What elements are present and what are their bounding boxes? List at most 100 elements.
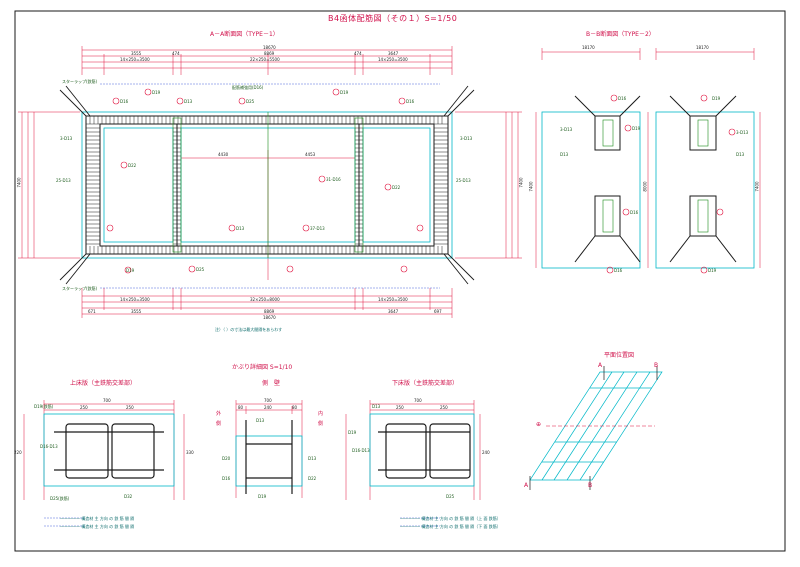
bb-bar-mark-10: D19 <box>708 268 717 273</box>
sheet-border <box>14 10 786 552</box>
lower-legend-1: 一一一一一 構造材 主 方向 の 鉄 筋 間 隔（上 面 鉄筋） <box>400 516 501 521</box>
bb-bar-mark-7: 3-D13 <box>736 130 749 135</box>
bar-mark-circle <box>144 88 152 96</box>
cover-detail-lower-slab <box>345 400 481 527</box>
aa-bar-mark-3: D13 <box>184 99 193 104</box>
aa-dim-474-b: 474 <box>354 51 362 56</box>
wall-label-d22: D22 <box>308 476 317 481</box>
aa-bar-mark-13: 25-D13 <box>56 178 71 183</box>
upper-dim-700: 700 <box>103 398 111 403</box>
upper-dim-250a: 250 <box>80 405 88 410</box>
aa-bar-mark-16: 37-D13 <box>310 226 325 231</box>
bar-mark-circle <box>716 208 724 216</box>
aa-dim-right-height: 7400 <box>518 177 524 188</box>
aa-footnote: 注）（ ）の寸法は最大間隔をあらわす <box>215 327 283 332</box>
lower-dim-250b: 250 <box>440 405 448 410</box>
aa-bar-mark-2: D16 <box>120 99 129 104</box>
bar-mark-circle <box>228 224 236 232</box>
section-aa <box>18 46 522 318</box>
aa-bar-mark-15: 31-D16 <box>326 177 341 182</box>
bar-mark-circle <box>176 97 184 105</box>
wall-side-right-2: 側 <box>318 421 324 427</box>
wall-side-left-2: 側 <box>216 421 222 427</box>
aa-dim-spacing-right-bottom: 14×250=3500 <box>378 297 408 302</box>
bb-dimensions <box>535 48 761 268</box>
lower-dim-700: 700 <box>414 398 422 403</box>
aa-dim-3647-top: 3647 <box>388 51 399 56</box>
aa-bar-mark-6: D19 <box>340 90 349 95</box>
plan-center-mark: ⊕ <box>536 421 542 428</box>
aa-bar-mark-14: 25-D13 <box>456 178 471 183</box>
bb-bar-mark-4: D13 <box>560 152 569 157</box>
wall-dim-240: 240 <box>264 405 272 410</box>
aa-rebar-note: 配筋補強用(D16) <box>232 85 264 90</box>
bar-mark-circle <box>112 97 120 105</box>
upper-dim-220: 220 <box>14 450 22 455</box>
aa-bar-mark-8: D13 <box>236 226 245 231</box>
plan-position-title: 平面位置図 <box>604 352 635 359</box>
aa-dim-spacing-right-top: 14×250=3500 <box>378 57 408 62</box>
aa-dim-spacing-left-bottom: 14×250=3500 <box>120 297 150 302</box>
bar-mark-circle <box>188 265 196 273</box>
aa-bar-mark-5: D22 <box>128 163 137 168</box>
bar-mark-circle <box>302 224 310 232</box>
aa-dim-671: 671 <box>88 309 96 314</box>
section-bb-title: B－B断面図（TYPE－2） <box>586 31 655 38</box>
aa-stirrup-label-bottom: スターラップ(鉄筋) <box>62 286 98 291</box>
upper-label-d25: D25(鉄筋) <box>50 496 70 501</box>
bar-mark-circle <box>120 161 128 169</box>
plan-label-a-top: A <box>598 362 603 369</box>
bb-rebar <box>574 95 737 263</box>
bb-bar-mark-3: 3-D13 <box>560 127 573 132</box>
wall-label-d16: D16 <box>222 476 231 481</box>
bb-bar-mark-5: D16 <box>630 210 639 215</box>
aa-dim-3647-bottom: 3647 <box>388 309 399 314</box>
wall-label-d13: D13 <box>256 418 265 423</box>
bar-mark-circle <box>416 224 424 232</box>
plan-position-drawing <box>529 366 663 490</box>
bb-dim-height-left: 7400 <box>528 181 534 192</box>
aa-bar-mark-12: 3-D13 <box>460 136 473 141</box>
aa-bar-mark-7: D16 <box>406 99 415 104</box>
upper-legend-1: 一一一一一 構造材 主 方向 の 鉄 筋 間 隔 <box>60 516 135 521</box>
plan-label-b-bottom: B <box>588 482 593 489</box>
bar-mark-circle <box>106 224 114 232</box>
aa-bar-mark-17: D19 <box>126 268 135 273</box>
bar-mark-circle <box>728 128 736 136</box>
aa-dim-8869-bottom: 8869 <box>264 309 275 314</box>
bar-mark-circle <box>622 208 630 216</box>
aa-dim-8869-top: 8869 <box>264 51 275 56</box>
bb-dim-width-right: 18170 <box>696 45 709 50</box>
aa-dim-spacing-mid-bottom: 32×250=8000 <box>250 297 280 302</box>
aa-blue-leaders <box>100 83 440 289</box>
bar-mark-circle <box>238 97 246 105</box>
aa-dim-overall-top: 18670 <box>263 45 276 50</box>
upper-label-d32: D32 <box>124 494 133 499</box>
aa-dim-3555-top: 3555 <box>131 51 142 56</box>
aa-haunch-diagonals <box>59 85 475 285</box>
bar-mark-circle <box>606 266 614 274</box>
aa-dim-spacing-mid-top: 22×250=5500 <box>250 57 280 62</box>
cover-detail-upper-slab <box>23 400 185 527</box>
bar-mark-circle <box>624 124 632 132</box>
aa-dim-left-height: 7400 <box>16 177 22 188</box>
bar-mark-circle <box>700 94 708 102</box>
bar-mark-circle <box>700 266 708 274</box>
bb-bar-mark-2: D19 <box>632 126 641 131</box>
cover-detail-side-wall <box>235 400 303 498</box>
aa-dim-4453: 4453 <box>305 152 316 157</box>
bar-mark-circle <box>400 265 408 273</box>
aa-bar-mark-4: D25 <box>246 99 255 104</box>
aa-bar-mark-1: D19 <box>152 90 161 95</box>
wall-dim-80b: 80 <box>292 405 298 410</box>
wall-label-d19: D19 <box>258 494 267 499</box>
bar-mark-circle <box>286 265 294 273</box>
upper-label-d19: D19(鉄筋) <box>34 404 54 409</box>
wall-side-left-1: 外 <box>216 411 222 417</box>
upper-dim-250b: 250 <box>126 405 134 410</box>
aa-dim-474-a: 474 <box>172 51 180 56</box>
upper-dim-330: 330 <box>186 450 194 455</box>
aa-dim-4430: 4430 <box>218 152 229 157</box>
